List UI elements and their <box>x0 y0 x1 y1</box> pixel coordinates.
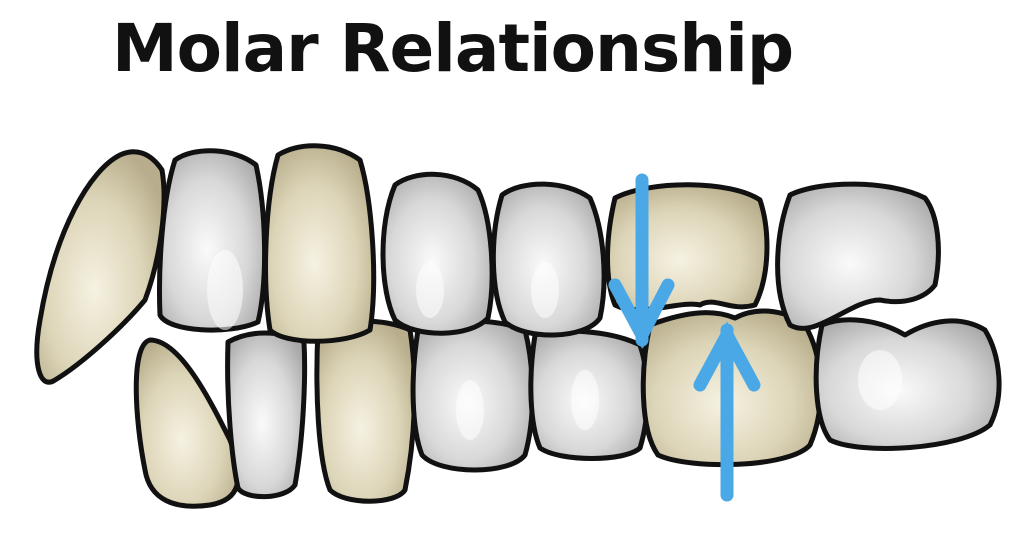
highlight <box>571 370 599 430</box>
highlight <box>858 350 902 410</box>
upper-premolar-highlighted <box>263 143 377 344</box>
lower-arrow-head <box>693 321 761 392</box>
highlight <box>416 262 444 318</box>
upper-arrow-head <box>608 278 675 349</box>
highlight <box>456 380 484 440</box>
upper-second-molar <box>775 181 941 331</box>
upper-molar-2 <box>490 181 607 338</box>
highlight <box>207 250 243 330</box>
upper-canine <box>34 149 167 385</box>
upper-first-molar-highlighted <box>605 182 770 313</box>
lower-premolar-highlighted <box>314 318 418 504</box>
lower-incisor <box>225 330 308 500</box>
highlight <box>531 262 559 318</box>
lower-canine <box>133 337 241 509</box>
lower-second-molar <box>813 317 1002 451</box>
upper-molar <box>380 171 495 336</box>
diagram-title: Molar Relationship <box>112 10 794 87</box>
